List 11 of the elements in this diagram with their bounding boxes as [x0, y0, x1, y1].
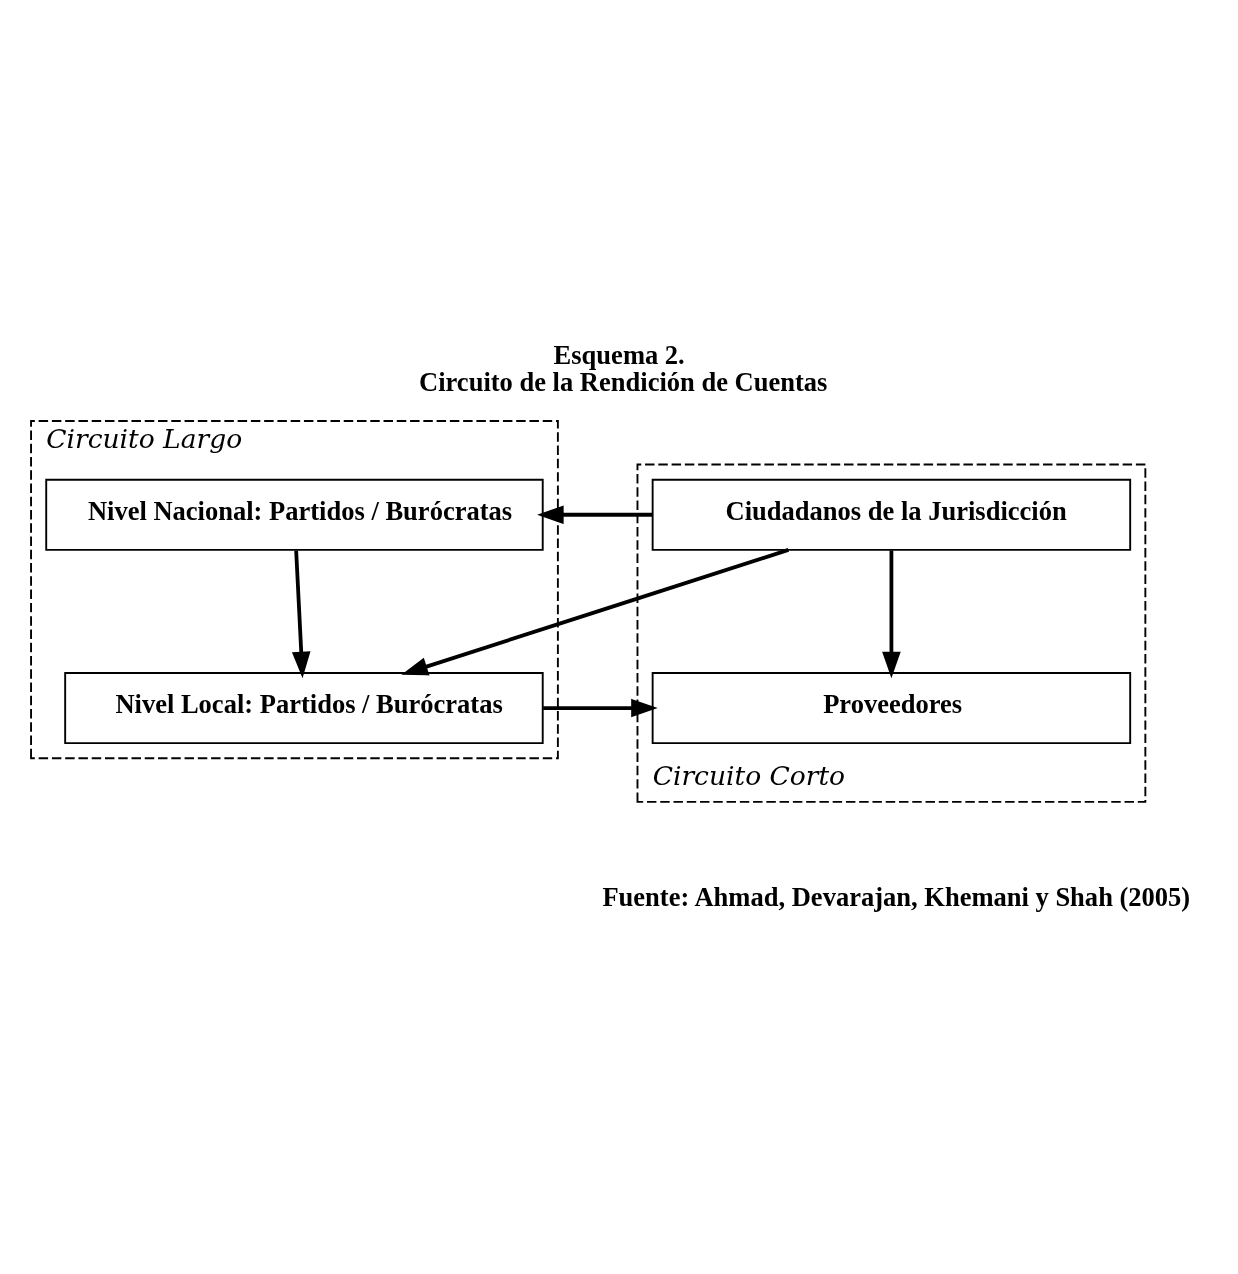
diagram-title: Esquema 2. — [553, 340, 685, 371]
node-box: Nivel Local: Partidos / Burócratas — [64, 672, 544, 745]
node-box: Proveedores — [651, 672, 1132, 745]
arrow — [543, 698, 658, 718]
node-box: Ciudadanos de la Jurisdicción — [651, 478, 1132, 551]
caption: Fuente: Ahmad, Devarajan, Khemani y Shah (2005) — [602, 882, 1191, 913]
arrow — [537, 505, 653, 525]
arrow — [401, 548, 789, 676]
arrow — [882, 550, 901, 679]
node-box: Nivel Nacional: Partidos / Burócratas — [45, 478, 544, 551]
arrow — [291, 550, 311, 679]
